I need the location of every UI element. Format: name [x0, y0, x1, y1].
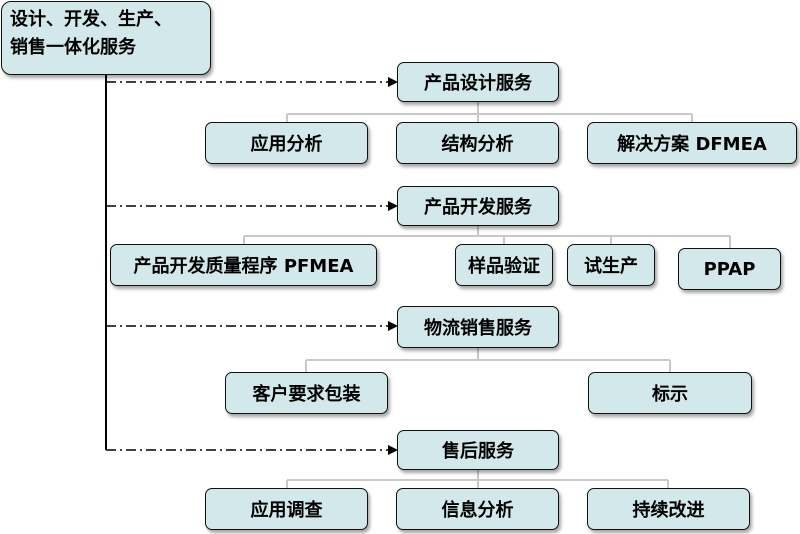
node-sample-verification: 样品验证 [455, 244, 553, 286]
arrowhead-4 [388, 445, 398, 455]
root-node: 设计、开发、生产、 销售一体化服务 [1, 1, 211, 75]
arrowhead-1 [388, 77, 398, 87]
node-trial-production: 试生产 [567, 244, 655, 286]
arrowhead-2 [388, 201, 398, 211]
root-line-1: 设计、开发、生产、 [10, 9, 172, 30]
node-labeling: 标示 [588, 372, 752, 414]
section-logistics-sales: 物流销售服务 [397, 306, 559, 348]
root-label: 设计、开发、生产、 销售一体化服务 [10, 6, 172, 62]
node-solution-dfmea: 解决方案 DFMEA [587, 122, 797, 164]
root-line-2: 销售一体化服务 [10, 37, 136, 58]
section-product-development: 产品开发服务 [397, 186, 559, 226]
node-ppap: PPAP [678, 248, 781, 290]
node-information-analysis: 信息分析 [396, 488, 559, 530]
node-structure-analysis: 结构分析 [396, 122, 559, 164]
node-application-analysis: 应用分析 [205, 122, 368, 164]
arrowhead-3 [388, 321, 398, 331]
section-product-design: 产品设计服务 [397, 62, 559, 102]
node-application-survey: 应用调查 [205, 488, 368, 530]
node-continuous-improvement: 持续改进 [587, 488, 750, 530]
node-pfmea: 产品开发质量程序 PFMEA [110, 244, 377, 286]
section-after-sales: 售后服务 [397, 430, 559, 470]
node-customer-packaging: 客户要求包装 [225, 372, 388, 414]
